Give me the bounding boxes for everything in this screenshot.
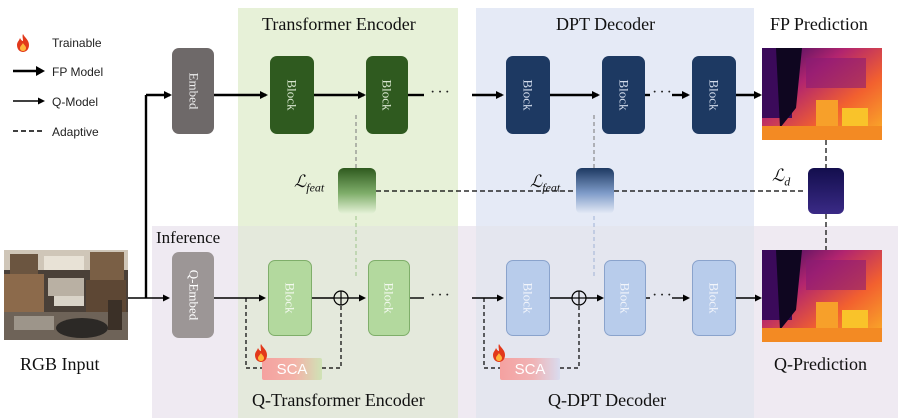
- feat-loss-decoder-label: ℒfeat: [530, 172, 561, 195]
- feat-loss-decoder-node: [576, 168, 614, 214]
- sca-decoder-module: SCA: [500, 358, 560, 380]
- feat-loss-encoder-node: [338, 168, 376, 214]
- fp-decoder-block-3: Block: [692, 56, 736, 134]
- legend-q-model: Q-Model: [52, 95, 99, 109]
- legend-q-arrow-icon: [13, 97, 45, 105]
- block-label: Block: [521, 282, 536, 314]
- sca-decoder-flame-icon: [491, 343, 507, 363]
- q-prediction-title: Q-Prediction: [774, 354, 867, 374]
- q-decoder-block-3: Block: [692, 260, 736, 336]
- sca-encoder-module: SCA: [262, 358, 322, 380]
- legend-trainable: Trainable: [52, 36, 102, 50]
- rgb-input-label: RGB Input: [20, 354, 100, 374]
- block-label: Block: [380, 79, 395, 111]
- legend-fp-arrow-icon: [13, 66, 45, 76]
- embed-label: Embed: [185, 72, 201, 110]
- q-embed-block: Q-Embed: [172, 252, 214, 338]
- embed-block: Embed: [172, 48, 214, 134]
- rgb-input-image: [4, 250, 128, 340]
- sca-label: SCA: [514, 360, 546, 378]
- fp-decoder-block-2: Block: [602, 56, 645, 134]
- legend-adaptive-dash-icon: [13, 130, 45, 132]
- encoder-ellipsis-bottom: ···: [430, 287, 452, 304]
- transformer-encoder-title: Transformer Encoder: [262, 14, 416, 34]
- block-label: Block: [707, 79, 722, 111]
- depth-loss-label: ℒd: [772, 166, 791, 189]
- block-label: Block: [618, 282, 633, 314]
- fp-prediction-title: FP Prediction: [770, 14, 868, 34]
- decoder-ellipsis-bottom: ···: [652, 287, 674, 304]
- flame-icon: [15, 33, 31, 53]
- q-encoder-block-1: Block: [268, 260, 312, 336]
- block-label: Block: [521, 79, 536, 111]
- sca-label: SCA: [276, 360, 308, 378]
- feat-loss-encoder-label: ℒfeat: [294, 172, 325, 195]
- sca-encoder-flame-icon: [253, 343, 269, 363]
- fp-encoder-block-1: Block: [270, 56, 314, 134]
- legend-fp-model: FP Model: [52, 65, 104, 79]
- block-label: Block: [616, 79, 632, 111]
- q-decoder-block-2: Block: [604, 260, 646, 336]
- q-encoder-block-2: Block: [368, 260, 410, 336]
- dpt-decoder-title: DPT Decoder: [556, 14, 656, 34]
- fp-encoder-block-2: Block: [366, 56, 408, 134]
- fp-decoder-block-1: Block: [506, 56, 550, 134]
- block-label: Block: [382, 282, 397, 314]
- q-decoder-block-1: Block: [506, 260, 550, 336]
- fp-prediction-depth-map: [762, 48, 882, 140]
- block-label: Block: [283, 282, 298, 314]
- q-dpt-decoder-title: Q-DPT Decoder: [548, 390, 667, 410]
- block-label: Block: [707, 282, 722, 314]
- legend-adaptive: Adaptive: [52, 125, 99, 139]
- depth-loss-node: [808, 168, 844, 214]
- q-embed-label: Q-Embed: [186, 269, 202, 321]
- q-prediction-depth-map: [762, 250, 882, 342]
- block-label: Block: [285, 79, 300, 111]
- q-transformer-encoder-title: Q-Transformer Encoder: [252, 390, 425, 410]
- encoder-ellipsis-top: ···: [430, 84, 452, 101]
- decoder-ellipsis-top: ···: [652, 84, 674, 101]
- inference-label: Inference: [156, 228, 221, 247]
